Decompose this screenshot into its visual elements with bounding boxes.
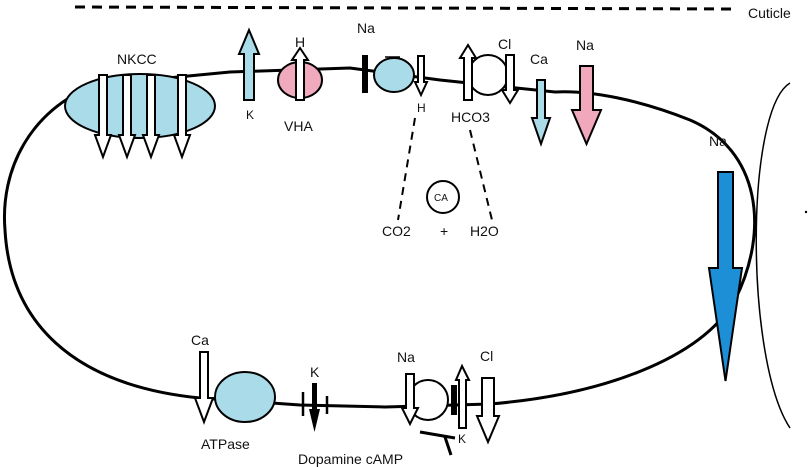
nkcc-arrow-3: [141, 74, 161, 160]
cl-down-arrow: [500, 54, 520, 105]
h2o-label: H2O: [470, 223, 499, 239]
ca-dash-right: [469, 129, 493, 221]
nkcc-arrow-4: [172, 74, 192, 160]
ca-atpase-arrow: [193, 351, 215, 425]
k-bottom-label: K: [310, 364, 320, 380]
dopamine-inhibition-bar: [419, 430, 456, 440]
na-right-label: Na: [709, 133, 727, 149]
na-top-label: Na: [357, 20, 375, 36]
hco3-label: HCO3: [451, 109, 490, 125]
ca-influx-arrow: [530, 79, 552, 148]
nkcc-transporter: [64, 73, 216, 139]
cl-bottom-label: Cl: [480, 348, 493, 364]
na-channel-bar: [362, 55, 368, 93]
atpase-pump: [214, 371, 276, 423]
cell-membrane: [2, 66, 757, 409]
cuticle-label: Cuticle: [748, 5, 791, 21]
nhe-h-arrow: [413, 55, 429, 98]
na-basal-arrow: [400, 373, 420, 427]
plus-label: +: [440, 223, 448, 239]
dopamine-camp-label: Dopamine cAMP: [298, 451, 403, 467]
ca-bottom-label: Ca: [191, 332, 209, 348]
hco3-up-arrow: [458, 43, 478, 101]
h-top-label: H: [295, 34, 305, 50]
dot-mark: [804, 210, 808, 214]
na-pink-arrow: [570, 65, 603, 147]
na-bottom-label: Na: [397, 349, 415, 365]
k-channel-bar: [312, 383, 317, 409]
vha-label: VHA: [284, 118, 313, 134]
cuticle-line: [74, 5, 736, 11]
k-basal-bar: [451, 385, 457, 415]
k-channel-arrow: [309, 409, 320, 432]
nkcc-label: NKCC: [117, 51, 157, 67]
co2-label: CO2: [382, 223, 411, 239]
h-mid-label: H: [417, 101, 426, 115]
nhe-transporter: [373, 57, 415, 93]
na-pink-label: Na: [576, 37, 594, 53]
ca-enzyme-label: CA: [434, 193, 448, 204]
k-bottom-right-label: K: [458, 432, 466, 446]
nkcc-arrow-2: [117, 74, 137, 160]
dopamine-inhibition-stem: [443, 436, 453, 456]
k-basal-up-arrow: [454, 363, 471, 429]
carbonic-anhydrase-enzyme: [426, 180, 460, 214]
cl-top-label: Cl: [498, 36, 511, 52]
k-top-label: K: [246, 108, 254, 122]
na-big-arrow: [707, 171, 744, 382]
right-bracket: [755, 82, 791, 429]
ca-top-label: Ca: [530, 51, 548, 67]
nkcc-arrow-1: [93, 74, 113, 160]
k-efflux-arrow: [237, 27, 261, 101]
atpase-label: ATPase: [201, 436, 250, 452]
vha-h-arrow: [290, 46, 310, 101]
ca-dash-left: [397, 117, 416, 221]
cl-basal-arrow: [475, 377, 501, 445]
